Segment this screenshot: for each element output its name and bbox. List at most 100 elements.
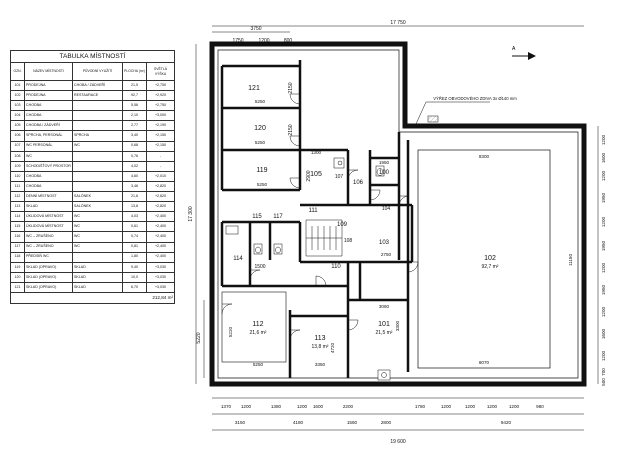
room-109-number: 109 <box>337 222 348 228</box>
bottom-dim-row1: 1200 <box>441 404 452 409</box>
room-120-width-dim: 5250 <box>255 140 266 145</box>
bottom-dim-row1: 1780 <box>415 404 426 409</box>
room-112-width-dim: 5250 <box>253 362 264 367</box>
misc-dim-2: 2150 <box>288 124 294 135</box>
interior-walls <box>220 60 414 378</box>
room-102-area: 92,7 m² <box>482 264 499 270</box>
room-112-number: 112 <box>252 321 263 328</box>
staircase <box>305 219 343 257</box>
room-102-width-dim: 8300 <box>479 154 490 159</box>
room-105-width-dim: 1300 <box>311 150 322 155</box>
room-111-number: 111 <box>308 208 318 214</box>
right-dim: 1600 <box>601 328 606 339</box>
overall-height: 17 300 <box>188 206 194 222</box>
bottom-dim-row1: 1200 <box>509 404 520 409</box>
room-120-number: 120 <box>254 125 266 132</box>
room-121-width-dim: 5250 <box>255 99 266 104</box>
room-114-number: 114 <box>233 256 243 262</box>
room-112-area: 21,6 m² <box>250 330 267 336</box>
right-dim: 500 <box>601 378 606 386</box>
right-dim: 1950 <box>601 240 606 251</box>
room-100-number: 100 <box>379 170 390 176</box>
misc-dim-1: 2150 <box>288 82 294 93</box>
room-105-number: 105 <box>310 171 322 178</box>
room-101-width-dim: 3060 <box>379 304 390 309</box>
section-marker: A <box>512 46 536 60</box>
top-dim-2: 1200 <box>258 38 269 44</box>
room-112-outline <box>221 291 287 363</box>
top-dim-0: 3750 <box>250 26 261 32</box>
room-121-number: 121 <box>248 85 260 92</box>
right-dim: 1200 <box>601 216 606 227</box>
right-dim: 1200 <box>601 134 606 145</box>
right-dim: 1200 <box>601 306 606 317</box>
room-101-height-dim: 3300 <box>395 320 400 331</box>
room-schedule-table: TABULKA MÍSTNOSTÍ OZN. NÁZEV MÍSTNOSTI P… <box>10 50 175 308</box>
bottom-dim-row2: 4180 <box>293 420 304 425</box>
room-113-area: 13,8 m² <box>312 344 329 350</box>
section-marker-label: A <box>512 46 516 52</box>
room-102-number: 102 <box>484 255 496 262</box>
right-dim: 1950 <box>601 192 606 203</box>
door-swings <box>221 93 419 341</box>
room-101-area: 21,5 m² <box>376 330 393 336</box>
room-102-outline <box>417 149 551 369</box>
right-dim: 1600 <box>601 152 606 163</box>
bottom-dim-row1: 1200 <box>297 404 308 409</box>
table-total: 212,84 m² <box>10 291 175 304</box>
room-101-number: 101 <box>378 321 390 328</box>
bottom-dim-row2: 2800 <box>381 420 392 425</box>
room-112-height-dim: 5220 <box>228 326 233 337</box>
bottom-dim-row1: 1200 <box>487 404 498 409</box>
room-117-number: 117 <box>273 214 283 220</box>
bottom-dim-row1: 2200 <box>343 404 354 409</box>
room-113-height-dim: 4720 <box>330 342 335 353</box>
room-108-number: 108 <box>344 238 353 244</box>
room-102-height-dim: 11150 <box>568 254 573 267</box>
room-104-number: 104 <box>382 206 391 212</box>
bottom-dim-row1: 1200 <box>465 404 476 409</box>
bottom-dim-row2: 3150 <box>235 420 246 425</box>
room-100-width-dim: 1950 <box>379 160 390 165</box>
room-113-width-dim: 3350 <box>315 362 326 367</box>
right-dim: 1200 <box>601 350 606 361</box>
top-dim-3: 800 <box>284 38 293 44</box>
room-103-width-dim: 2750 <box>381 252 392 257</box>
bottom-dim-row2: 1560 <box>347 420 358 425</box>
bottom-dim-row1: 980 <box>536 404 544 409</box>
room-113-number: 113 <box>314 335 325 342</box>
right-dim: 1200 <box>601 262 606 273</box>
misc-dim-0: 2900 <box>306 170 312 181</box>
right-dim: 1950 <box>601 284 606 295</box>
cell-height: +3,030 <box>146 281 175 293</box>
right-dim: 1200 <box>601 170 606 181</box>
overall-width-top: 17 750 <box>390 20 406 26</box>
wall-cut-callout <box>415 101 490 125</box>
bottom-dim-row2: 9420 <box>501 420 512 425</box>
bottom-dim-row1: 1200 <box>241 404 252 409</box>
room-107-number: 107 <box>335 174 344 180</box>
room-102-bottom-dim: 8070 <box>479 360 490 365</box>
room-119-width-dim: 5250 <box>257 182 268 187</box>
room-106-number: 106 <box>353 180 364 186</box>
exterior-walls <box>209 41 587 387</box>
sanitary-fixtures <box>225 157 391 381</box>
bottom-dim-row1: 1600 <box>313 404 324 409</box>
room-119-number: 119 <box>256 167 267 174</box>
overall-width-bottom: 19 600 <box>390 439 406 445</box>
bottom-dim-row1: 1370 <box>221 404 232 409</box>
left-dim-0: 5220 <box>196 332 202 343</box>
right-dim: 700 <box>601 368 606 376</box>
bottom-dim-row1: 1380 <box>271 404 282 409</box>
top-dim-1: 1750 <box>232 38 243 44</box>
wall-cut-note: VÝŘEZ OBVODOVÉHO ZDIVA 3x Ø140 mm <box>433 96 517 101</box>
dimension-lines <box>195 25 599 431</box>
misc-dim-3: 1500 <box>254 264 265 270</box>
room-115-number: 115 <box>252 214 262 220</box>
